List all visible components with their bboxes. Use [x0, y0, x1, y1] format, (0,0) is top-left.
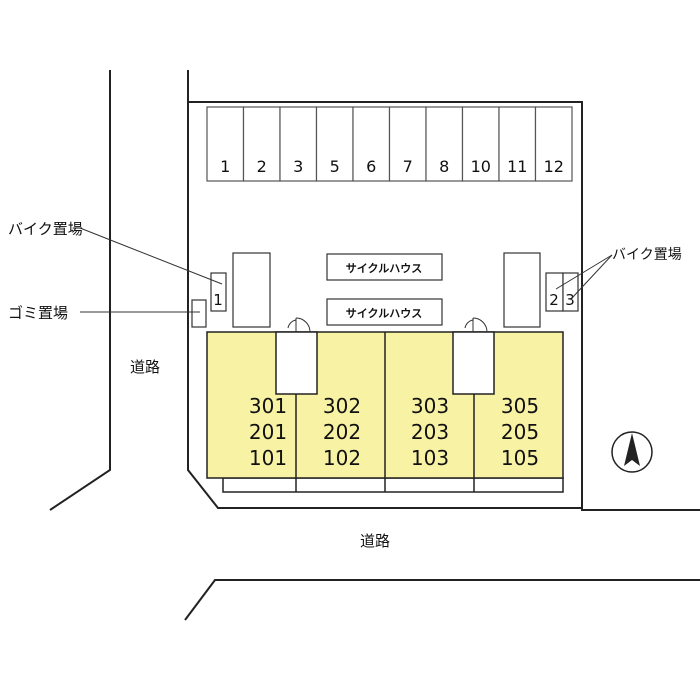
entrance-right — [452, 331, 495, 395]
entrance-left — [275, 331, 318, 395]
unit-number: 202 — [323, 420, 361, 444]
bike-parking-left-label: バイク置場 — [8, 220, 83, 238]
parking-space — [425, 106, 464, 182]
unit-number: 201 — [249, 420, 287, 444]
garbage-area — [191, 299, 207, 328]
unit-number: 102 — [323, 446, 361, 470]
parking-space-number: 12 — [544, 157, 564, 176]
unit-number: 301 — [249, 394, 287, 418]
unit-number: 303 — [411, 394, 449, 418]
parking-space — [242, 106, 281, 182]
garbage-area-label: ゴミ置場 — [8, 304, 69, 322]
north-arrow-icon — [611, 431, 653, 473]
unit-number: 205 — [501, 420, 539, 444]
unit-number: 302 — [323, 394, 361, 418]
bike-number-3: 3 — [565, 291, 575, 309]
parking-space — [388, 106, 427, 182]
parking-space — [315, 106, 354, 182]
leader-bike-left — [79, 227, 223, 285]
site-boundary — [187, 70, 700, 511]
unit-number: 105 — [501, 446, 539, 470]
door-left-icon — [287, 317, 311, 333]
cycle-house-label-1: サイクルハウス — [346, 262, 422, 275]
bike-parking-right-label: バイク置場 — [612, 247, 682, 263]
site-boundary-bottom — [187, 102, 582, 509]
road-edge-bottom — [184, 579, 700, 621]
leader-bike-right-b — [571, 254, 613, 299]
right-structure — [503, 252, 541, 328]
parking-space-number: 2 — [257, 157, 267, 176]
road-left-label: 道路 — [130, 358, 161, 376]
parking-space — [534, 106, 573, 182]
parking-space-number: 8 — [439, 157, 449, 176]
leader-bike-right-a — [555, 254, 613, 290]
left-structure — [232, 252, 271, 328]
parking-space — [498, 106, 537, 182]
parking-space-number: 11 — [507, 157, 527, 176]
unit-number: 203 — [411, 420, 449, 444]
balcony — [222, 477, 564, 493]
unit-number: 101 — [249, 446, 287, 470]
cycle-house-label-2: サイクルハウス — [346, 307, 422, 320]
parking-space-number: 5 — [330, 157, 340, 176]
cycle-house-2 — [326, 298, 443, 326]
road-edge-left — [49, 70, 111, 511]
parking-space-number: 1 — [220, 157, 230, 176]
parking-space-number: 7 — [403, 157, 413, 176]
parking-space-number: 10 — [471, 157, 491, 176]
bike-number-1: 1 — [213, 291, 223, 309]
unit-number: 305 — [501, 394, 539, 418]
unit-number: 103 — [411, 446, 449, 470]
parking-space-number: 3 — [293, 157, 303, 176]
road-bottom-label: 道路 — [360, 532, 391, 550]
parking-space — [279, 106, 318, 182]
bike-number-2: 2 — [549, 291, 559, 309]
door-right-icon — [464, 317, 488, 333]
parking-space — [461, 106, 500, 182]
cycle-house-1 — [326, 253, 443, 281]
parking-space-number: 6 — [366, 157, 376, 176]
bike-spot-1 — [210, 272, 227, 312]
